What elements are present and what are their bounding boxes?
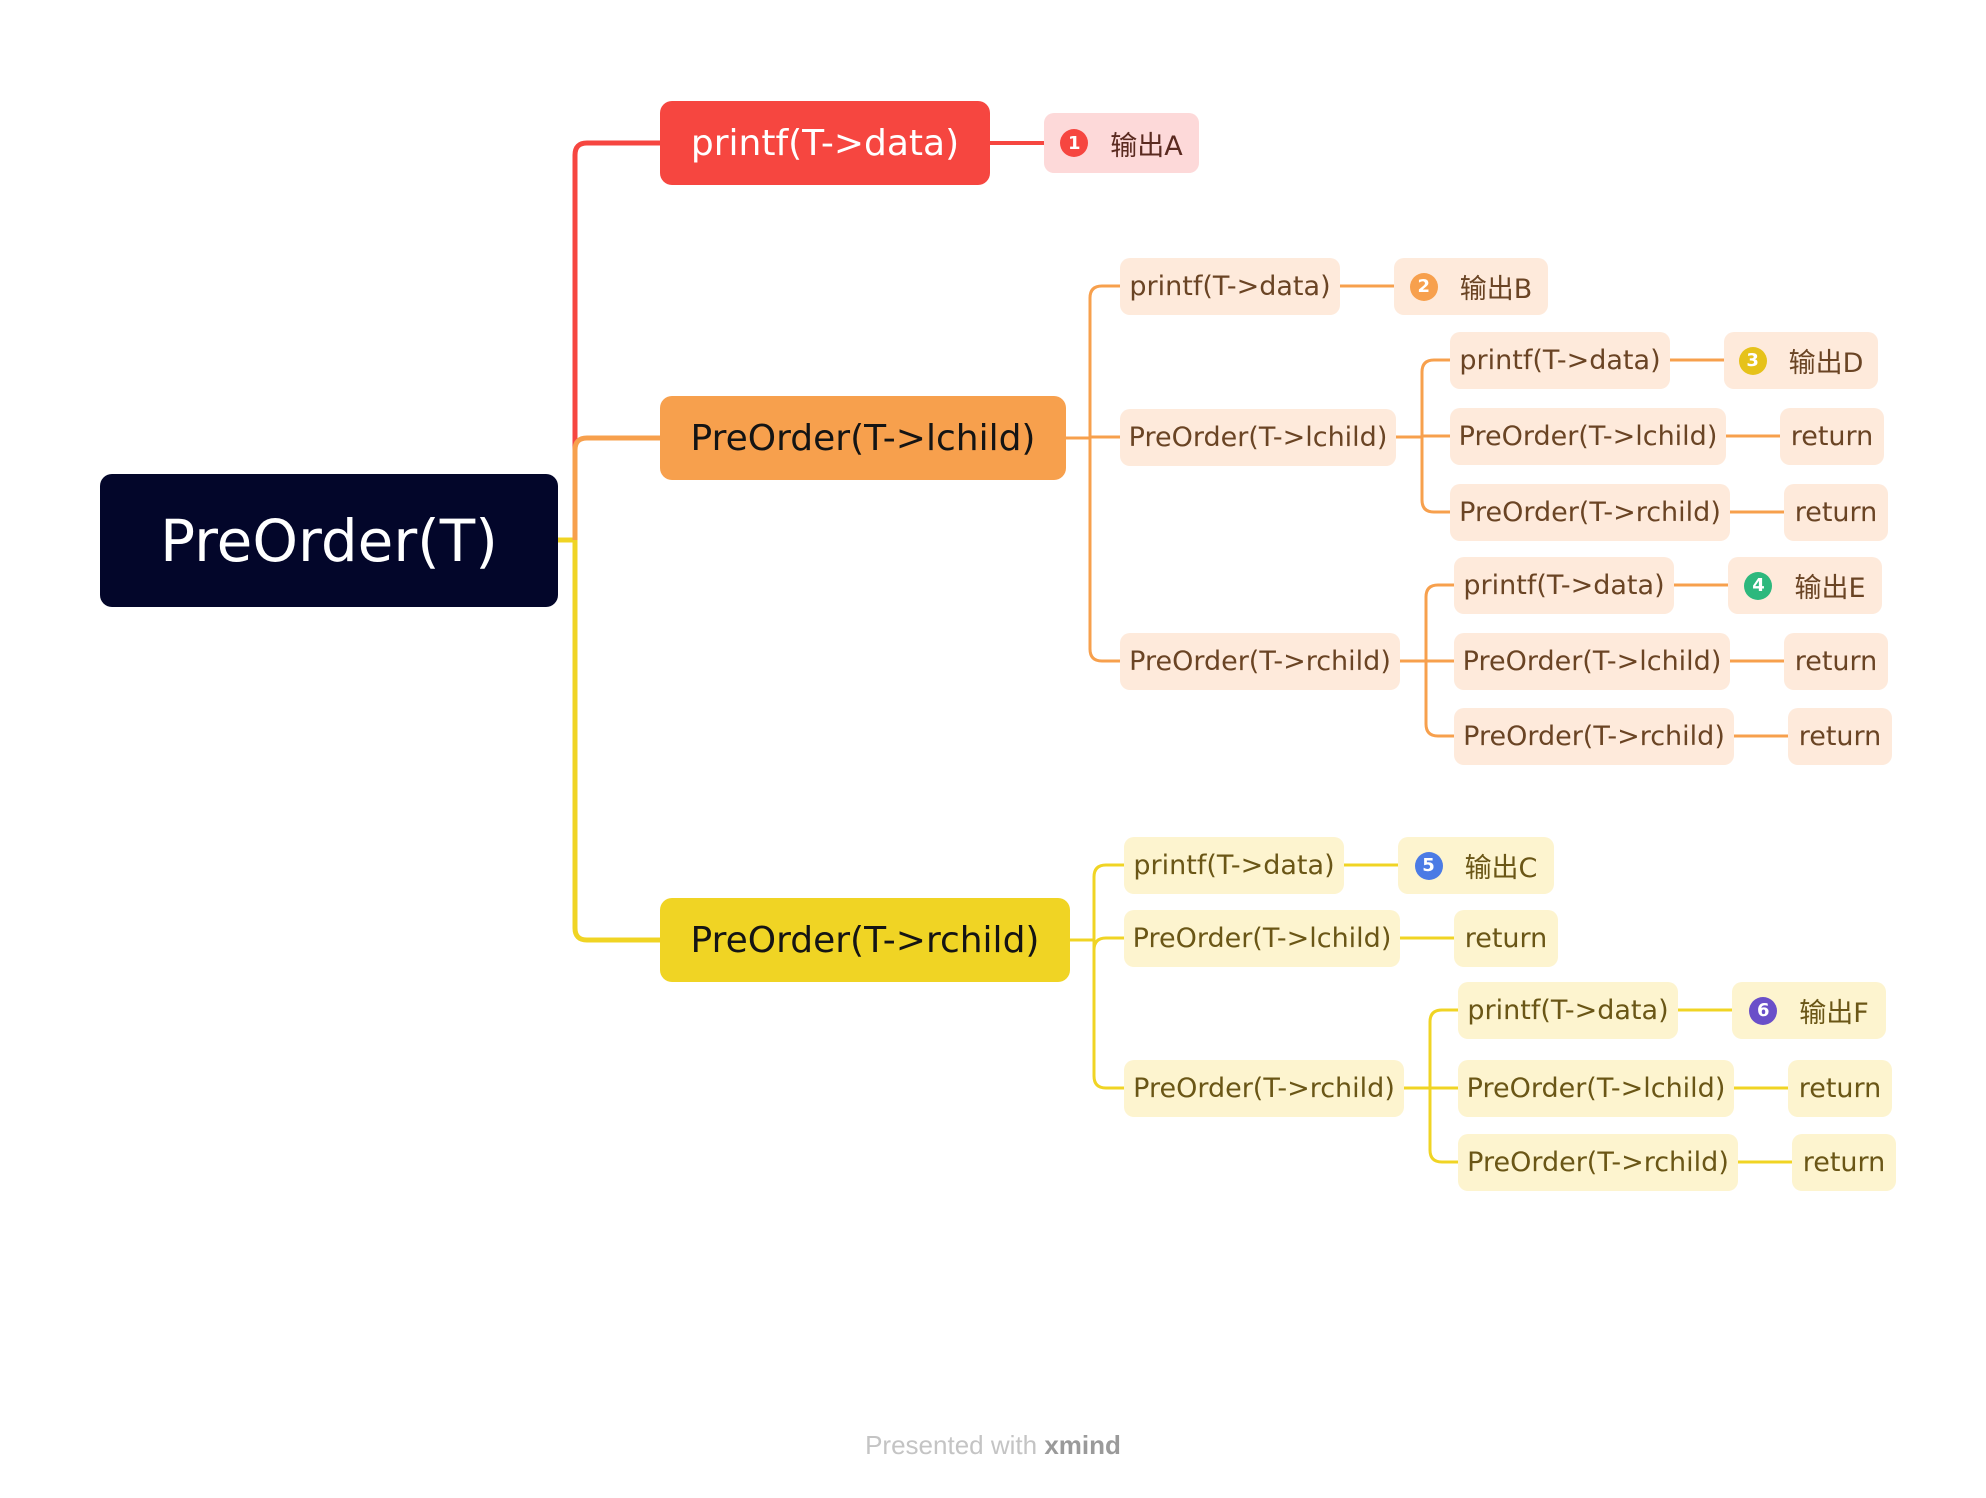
connector-line — [1424, 661, 1454, 738]
return-node[interactable]: return — [1454, 910, 1558, 967]
output-e-node[interactable]: 4 输出E — [1728, 557, 1882, 614]
lchild-lchild-print-node[interactable]: printf(T->data) — [1450, 332, 1670, 389]
output-f-node[interactable]: 6 输出F — [1732, 982, 1886, 1039]
connector-line — [572, 435, 660, 540]
return-node[interactable]: return — [1788, 708, 1892, 765]
footer-prefix: Presented with — [865, 1430, 1038, 1460]
return-node[interactable]: return — [1780, 408, 1884, 465]
connector-line — [1420, 358, 1450, 437]
return-node[interactable]: return — [1784, 633, 1888, 690]
lchild-rchild-rchild-node[interactable]: PreOrder(T->rchild) — [1454, 708, 1734, 765]
return-node[interactable]: return — [1788, 1060, 1892, 1117]
connector-line — [1428, 1088, 1458, 1164]
lchild-rchild-node[interactable]: PreOrder(T->rchild) — [1120, 633, 1400, 690]
rchild-rchild-print-node[interactable]: printf(T->data) — [1458, 982, 1678, 1039]
step-4-badge-icon: 4 — [1744, 571, 1773, 600]
step-6-badge-icon: 6 — [1749, 996, 1778, 1025]
lchild-lchild-rchild-node[interactable]: PreOrder(T->rchild) — [1450, 484, 1730, 541]
xmind-logo: xmind — [1044, 1430, 1121, 1460]
output-b-node[interactable]: 2 输出B — [1394, 258, 1548, 315]
branch-rchild-node[interactable]: PreOrder(T->rchild) — [660, 898, 1070, 982]
connector-line — [1088, 284, 1120, 438]
step-5-badge-icon: 5 — [1414, 851, 1443, 880]
connector-line — [1092, 936, 1124, 951]
step-3-badge-icon: 3 — [1738, 346, 1767, 375]
connector-line — [1088, 438, 1120, 663]
return-node[interactable]: return — [1784, 484, 1888, 541]
step-1-badge-icon: 1 — [1060, 129, 1089, 157]
output-label: 输出D — [1788, 348, 1864, 379]
root-node[interactable]: PreOrder(T) — [100, 474, 558, 607]
output-label: 输出A — [1110, 130, 1183, 162]
return-node[interactable]: return — [1792, 1134, 1896, 1191]
rchild-print-node[interactable]: printf(T->data) — [1124, 837, 1344, 894]
output-label: 输出C — [1464, 853, 1538, 884]
lchild-lchild-node[interactable]: PreOrder(T->lchild) — [1120, 409, 1396, 466]
output-label: 输出E — [1794, 573, 1866, 604]
output-label: 输出B — [1459, 274, 1533, 305]
rchild-rchild-node[interactable]: PreOrder(T->rchild) — [1124, 1060, 1404, 1117]
rchild-rchild-lchild-node[interactable]: PreOrder(T->lchild) — [1458, 1060, 1734, 1117]
connector-line — [1092, 863, 1124, 940]
connector-line — [572, 140, 660, 540]
lchild-lchild-lchild-node[interactable]: PreOrder(T->lchild) — [1450, 408, 1726, 465]
lchild-rchild-print-node[interactable]: printf(T->data) — [1454, 557, 1674, 614]
output-d-node[interactable]: 3 输出D — [1724, 332, 1878, 389]
branch-print-node[interactable]: printf(T->data) — [660, 101, 990, 185]
connector-line — [1424, 583, 1454, 661]
footer-credit: Presented with xmind — [0, 1430, 1986, 1461]
step-2-badge-icon: 2 — [1409, 272, 1438, 301]
lchild-print-node[interactable]: printf(T->data) — [1120, 258, 1340, 315]
lchild-rchild-lchild-node[interactable]: PreOrder(T->lchild) — [1454, 633, 1730, 690]
branch-lchild-node[interactable]: PreOrder(T->lchild) — [660, 396, 1066, 480]
output-c-node[interactable]: 5 输出C — [1398, 837, 1554, 894]
output-a-node[interactable]: 1 输出A — [1044, 113, 1199, 173]
connector-line — [1428, 1008, 1458, 1088]
connector-line — [1420, 437, 1450, 514]
rchild-lchild-node[interactable]: PreOrder(T->lchild) — [1124, 910, 1400, 967]
connector-line — [572, 540, 660, 943]
rchild-rchild-rchild-node[interactable]: PreOrder(T->rchild) — [1458, 1134, 1738, 1191]
output-label: 输出F — [1799, 998, 1869, 1029]
connector-line — [1092, 940, 1124, 1090]
